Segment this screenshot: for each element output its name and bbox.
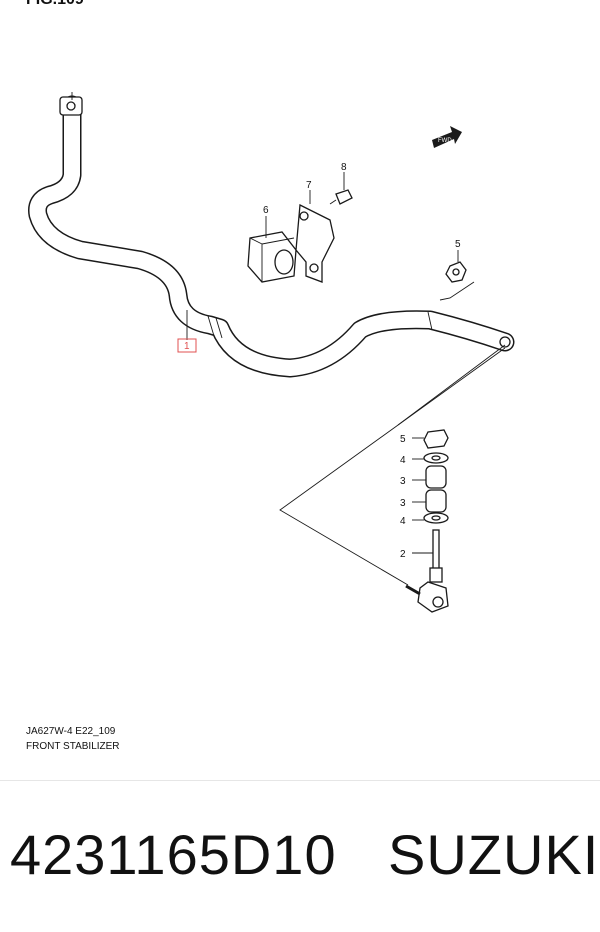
link-nut bbox=[423, 429, 449, 449]
stabilizer-link-stack bbox=[405, 429, 449, 613]
link-bushing-lower bbox=[425, 489, 447, 513]
leader-lines bbox=[71, 92, 506, 586]
bolt-part bbox=[329, 189, 353, 205]
divider bbox=[0, 780, 600, 781]
fwd-label: FWD bbox=[438, 138, 452, 144]
stabilizer-bar bbox=[28, 95, 515, 378]
figure-title: FIG.109 bbox=[26, 0, 84, 9]
part-number: 4231165D10 bbox=[10, 823, 337, 886]
diagram-caption: FRONT STABILIZER bbox=[26, 741, 120, 752]
callout-5-upper: 5 bbox=[455, 239, 461, 250]
callout-1: 1 bbox=[184, 341, 190, 352]
callout-1-box bbox=[177, 338, 197, 353]
callout-2: 2 bbox=[400, 549, 406, 560]
bushing-part bbox=[247, 231, 297, 283]
callout-3-lower: 3 bbox=[400, 498, 406, 509]
callout-7: 7 bbox=[306, 180, 312, 191]
fwd-arrow-icon: FWD bbox=[432, 126, 462, 148]
callout-4-upper: 4 bbox=[400, 455, 406, 466]
diagram-code: JA627W-4 E22_109 bbox=[26, 726, 116, 737]
callout-4-lower: 4 bbox=[400, 516, 406, 527]
callout-8: 8 bbox=[341, 162, 347, 173]
brand-name: SUZUKI bbox=[388, 823, 600, 886]
callouts: 1 6 7 8 5 5 4 3 3 4 2 bbox=[177, 162, 461, 560]
nut-part-upper bbox=[445, 261, 467, 283]
callout-5-lower: 5 bbox=[400, 434, 406, 445]
stabilizer-diagram: FWD 1 6 7 8 bbox=[28, 92, 515, 613]
link-stud bbox=[432, 529, 440, 571]
callout-3-upper: 3 bbox=[400, 476, 406, 487]
link-ball-joint bbox=[417, 581, 449, 613]
bracket-part bbox=[295, 203, 335, 283]
link-bushing-upper bbox=[425, 465, 447, 489]
callout-6: 6 bbox=[263, 205, 269, 216]
